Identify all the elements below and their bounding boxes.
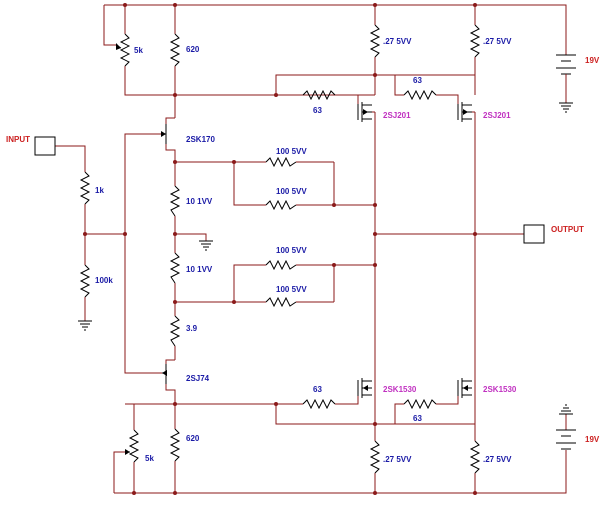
resistor-source-neg-1 bbox=[369, 440, 381, 474]
resistor-100k bbox=[79, 264, 91, 298]
resistor-620-top bbox=[169, 33, 181, 67]
resistor-10-b bbox=[169, 252, 181, 284]
resistor-63-gate-neg-1 bbox=[302, 398, 336, 410]
resistor-pot-top bbox=[119, 33, 131, 67]
q-2sj201-2-label: 2SJ201 bbox=[483, 111, 511, 120]
battery-positive-symbol bbox=[556, 54, 576, 80]
q-2sj201-1-label: 2SJ201 bbox=[383, 111, 411, 120]
supply-negative-label: 19V bbox=[585, 435, 600, 444]
pot-top-arrow bbox=[116, 43, 121, 50]
r-source-neg-1-label: .27 5VV bbox=[383, 455, 412, 464]
resistor-10-a bbox=[169, 185, 181, 217]
mosfet-2sk1530-1-symbol bbox=[357, 378, 372, 398]
wiring bbox=[55, 4, 567, 494]
resistor-63-gate-pos-1 bbox=[302, 89, 336, 101]
r100-c-label: 100 5VV bbox=[276, 246, 307, 255]
r100-a-label: 100 5VV bbox=[276, 147, 307, 156]
transistors bbox=[161, 102, 472, 398]
pot-bottom-label: 5k bbox=[145, 454, 154, 463]
resistor-source-neg-2 bbox=[469, 440, 481, 474]
resistor-1k bbox=[79, 171, 91, 205]
resistor-100-d bbox=[265, 296, 297, 308]
r-source-neg-2-label: .27 5VV bbox=[483, 455, 512, 464]
ground-supply-top bbox=[559, 102, 573, 113]
resistor-620-bottom bbox=[169, 428, 181, 462]
q-2sk1530-1-label: 2SK1530 bbox=[383, 385, 417, 394]
battery-negative-symbol bbox=[556, 429, 576, 450]
output-label: OUTPUT bbox=[551, 225, 584, 234]
resistor-100-a bbox=[265, 156, 297, 168]
resistor-100-b bbox=[265, 199, 297, 211]
jfet-2sj74-symbol bbox=[162, 364, 167, 384]
resistor-63-gate-neg-2 bbox=[403, 398, 437, 410]
resistor-pot-bottom bbox=[128, 429, 140, 463]
r-source-pos-2-label: .27 5VV bbox=[483, 37, 512, 46]
q-2sj74-label: 2SJ74 bbox=[186, 374, 210, 383]
r3-9-label: 3.9 bbox=[186, 324, 198, 333]
r100k-label: 100k bbox=[95, 276, 113, 285]
supply-positive-label: 19V bbox=[585, 56, 600, 65]
resistor-100-c bbox=[265, 259, 297, 271]
batteries bbox=[556, 54, 576, 450]
resistor-source-pos-1 bbox=[369, 24, 381, 58]
resistor-source-pos-2 bbox=[469, 24, 481, 58]
r620-top-label: 620 bbox=[186, 45, 200, 54]
r63-gate-pos-1-label: 63 bbox=[313, 106, 322, 115]
junction-dots bbox=[83, 3, 477, 495]
r63-gate-neg-1-label: 63 bbox=[313, 385, 322, 394]
q-2sk1530-2-label: 2SK1530 bbox=[483, 385, 517, 394]
resistor-3-9 bbox=[169, 315, 181, 347]
r100-d-label: 100 5VV bbox=[276, 285, 307, 294]
output-port bbox=[523, 224, 545, 244]
r620-bottom-label: 620 bbox=[186, 434, 200, 443]
mosfet-2sj201-2-symbol bbox=[457, 102, 472, 122]
ground-center bbox=[199, 240, 213, 251]
input-port bbox=[34, 136, 56, 156]
r63-gate-pos-2-label: 63 bbox=[413, 76, 422, 85]
input-label: INPUT bbox=[6, 135, 30, 144]
jfet-2sk170-symbol bbox=[161, 124, 167, 144]
ground-supply-bottom bbox=[559, 404, 573, 415]
r63-gate-neg-2-label: 63 bbox=[413, 414, 422, 423]
r-source-pos-1-label: .27 5VV bbox=[383, 37, 412, 46]
resistors bbox=[79, 24, 481, 474]
pot-top-label: 5k bbox=[134, 46, 143, 55]
r10-b-label: 10 1VV bbox=[186, 265, 213, 274]
mosfet-2sk1530-2-symbol bbox=[457, 378, 472, 398]
q-2sk170-label: 2SK170 bbox=[186, 135, 215, 144]
r10-a-label: 10 1VV bbox=[186, 197, 213, 206]
resistor-63-gate-pos-2 bbox=[403, 89, 437, 101]
ground-input bbox=[78, 320, 92, 331]
labels: INPUT OUTPUT 19V 19V 5k 620 .27 5VV .27 … bbox=[6, 37, 600, 464]
grounds bbox=[78, 102, 573, 415]
mosfet-2sj201-1-symbol bbox=[357, 102, 372, 122]
r100-b-label: 100 5VV bbox=[276, 187, 307, 196]
r1k-label: 1k bbox=[95, 186, 104, 195]
